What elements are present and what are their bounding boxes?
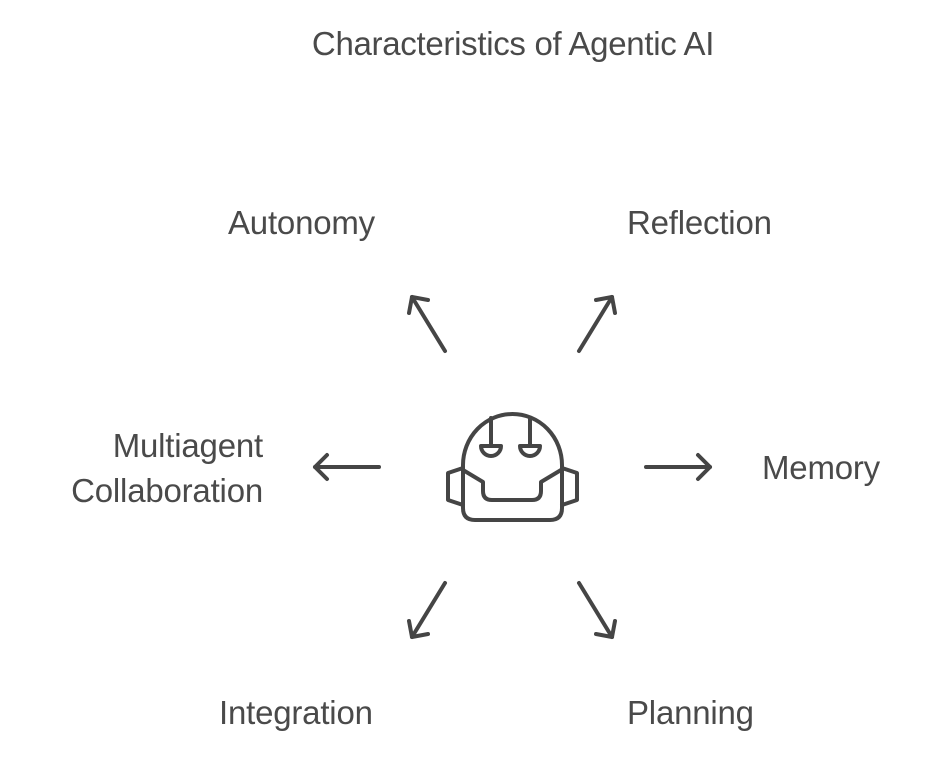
label-multiagent-line-1: Multiagent <box>112 427 263 464</box>
robot-eye-right <box>518 444 542 458</box>
label-integration: Integration <box>219 694 373 731</box>
robot-head-outline <box>461 412 564 522</box>
robot-icon <box>446 412 579 522</box>
label-reflection: Reflection <box>627 204 772 241</box>
label-memory: Memory <box>762 449 880 486</box>
arrow-memory <box>644 453 712 481</box>
arrow-planning <box>577 581 617 639</box>
robot-mouth <box>461 468 563 502</box>
arrow-multiagent-collaboration <box>313 453 381 481</box>
arrow-integration <box>407 581 447 639</box>
arrow-autonomy <box>407 295 447 353</box>
robot-ear-right <box>560 466 579 507</box>
arrow-reflection <box>577 295 617 353</box>
label-planning: Planning <box>627 694 754 731</box>
label-multiagent-collaboration: Multiagent Collaboration <box>71 423 263 513</box>
diagram-title: Characteristics of Agentic AI <box>311 25 715 62</box>
robot-ear-left <box>446 466 465 507</box>
label-autonomy: Autonomy <box>228 204 375 241</box>
label-multiagent-line-2: Collaboration <box>71 472 263 509</box>
robot-eye-left <box>479 444 503 458</box>
